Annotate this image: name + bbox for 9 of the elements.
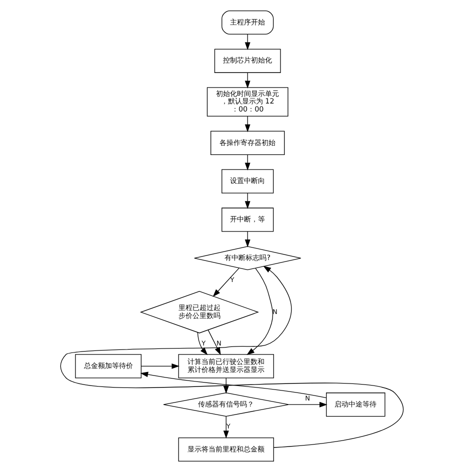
arrow <box>246 268 274 355</box>
arrow <box>197 332 208 356</box>
arrow <box>140 372 327 398</box>
arrow <box>212 268 240 297</box>
arrow <box>223 416 229 438</box>
arrow <box>140 363 180 369</box>
arrow <box>208 330 221 356</box>
arrow <box>60 266 404 448</box>
arrow <box>288 402 328 408</box>
